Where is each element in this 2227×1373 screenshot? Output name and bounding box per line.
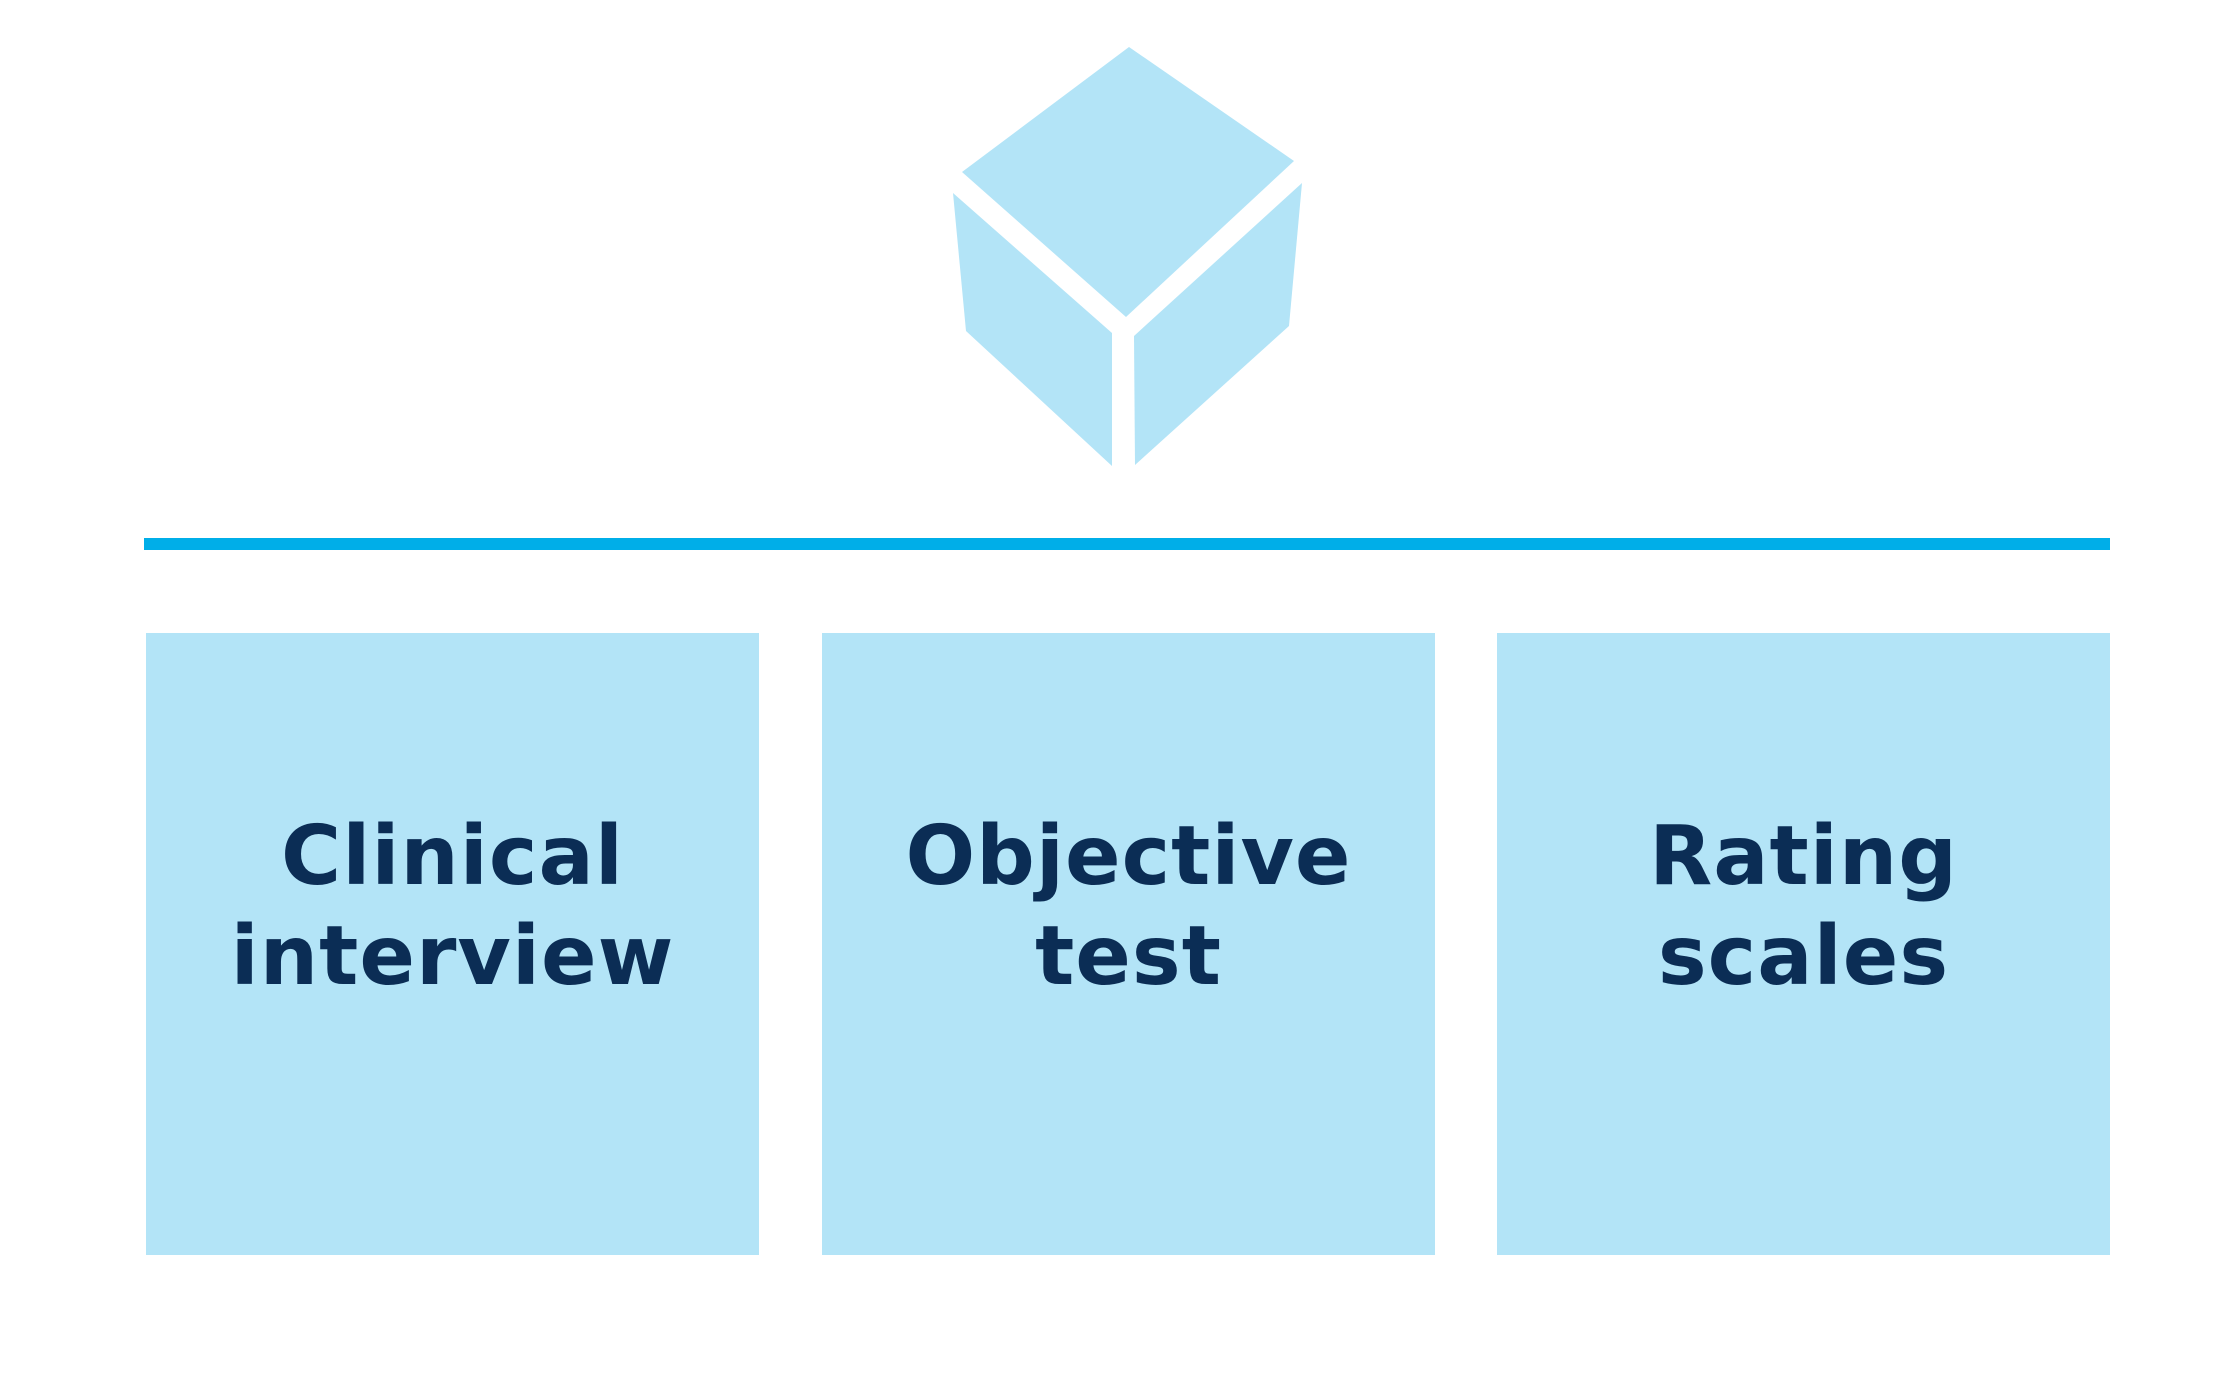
box-rating-scales: Rating scales — [1497, 633, 2110, 1255]
cube-top-face — [962, 47, 1294, 317]
box-label: Clinical interview — [230, 808, 675, 1004]
cube-left-face — [953, 193, 1112, 466]
box-clinical-interview: Clinical interview — [146, 633, 759, 1255]
box-objective-test: Objective test — [822, 633, 1435, 1255]
box-label: Objective test — [905, 808, 1352, 1004]
box-label: Rating scales — [1649, 808, 1958, 1004]
cube-right-face — [1134, 183, 1302, 465]
divider-line — [144, 538, 2110, 550]
